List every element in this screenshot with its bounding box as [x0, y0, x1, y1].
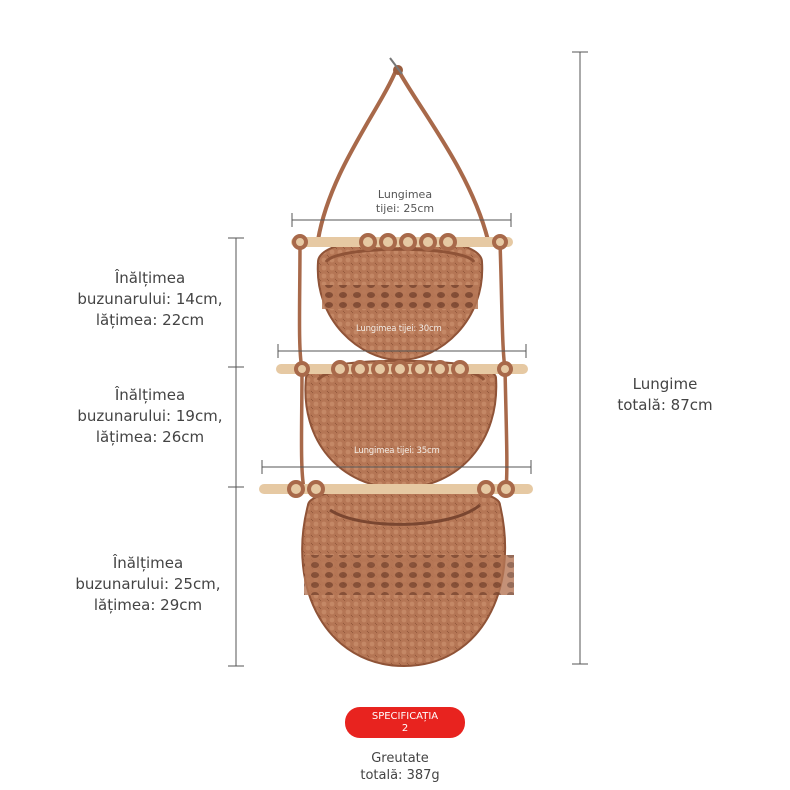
large-basket	[301, 485, 514, 668]
total-weight-line1: Greutate	[371, 751, 429, 766]
top-rod-length-label: Lungimea tijei: 25cm	[345, 188, 465, 216]
medium-pocket-line3: lățimea: 26cm	[95, 428, 205, 446]
bottom-rod-length-label: Lungimea tijei: 35cm	[354, 446, 440, 456]
top-rod	[291, 233, 513, 251]
medium-pocket-line2: buzunarului: 19cm,	[77, 407, 223, 425]
small-pocket-dimension-label: Înălțimea buzunarului: 14cm, lățimea: 22…	[60, 268, 240, 331]
small-pocket-line2: buzunarului: 14cm,	[77, 290, 223, 308]
medium-pocket-line1: Înălțimea	[114, 386, 186, 404]
top-rod-label-line2: tijei: 25cm	[375, 202, 435, 215]
top-rod-label-line1: Lungimea	[377, 188, 433, 201]
small-basket	[316, 237, 484, 362]
total-length-line1: Lungime	[632, 375, 698, 393]
small-pocket-line3: lățimea: 22cm	[95, 311, 205, 329]
bottom-rod	[259, 480, 533, 498]
medium-pocket-dimension-label: Înălțimea buzunarului: 19cm, lățimea: 26…	[60, 385, 240, 448]
large-pocket-line2: buzunarului: 25cm,	[75, 575, 221, 593]
large-pocket-line3: lățimea: 29cm	[93, 596, 203, 614]
large-pocket-line1: Înălțimea	[112, 554, 184, 572]
specification-badge: SPECIFICAȚIA 2	[345, 707, 465, 738]
specification-badge-line1: SPECIFICAȚIA	[371, 710, 439, 722]
middle-rod	[276, 360, 528, 378]
medium-basket	[304, 359, 498, 490]
specification-badge-line2: 2	[401, 722, 409, 734]
total-length-line2: totală: 87cm	[617, 396, 713, 414]
small-pocket-line1: Înălțimea	[114, 269, 186, 287]
dimension-lines	[228, 51, 588, 667]
middle-rod-length-label: Lungimea tijei: 30cm	[356, 324, 442, 334]
total-length-label: Lungime totală: 87cm	[600, 374, 730, 416]
total-weight-line2: totală: 387g	[360, 768, 440, 783]
large-pocket-dimension-label: Înălțimea buzunarului: 25cm, lățimea: 29…	[58, 553, 238, 616]
total-weight-label: Greutate totală: 387g	[335, 750, 465, 784]
wall-hook	[389, 57, 403, 75]
